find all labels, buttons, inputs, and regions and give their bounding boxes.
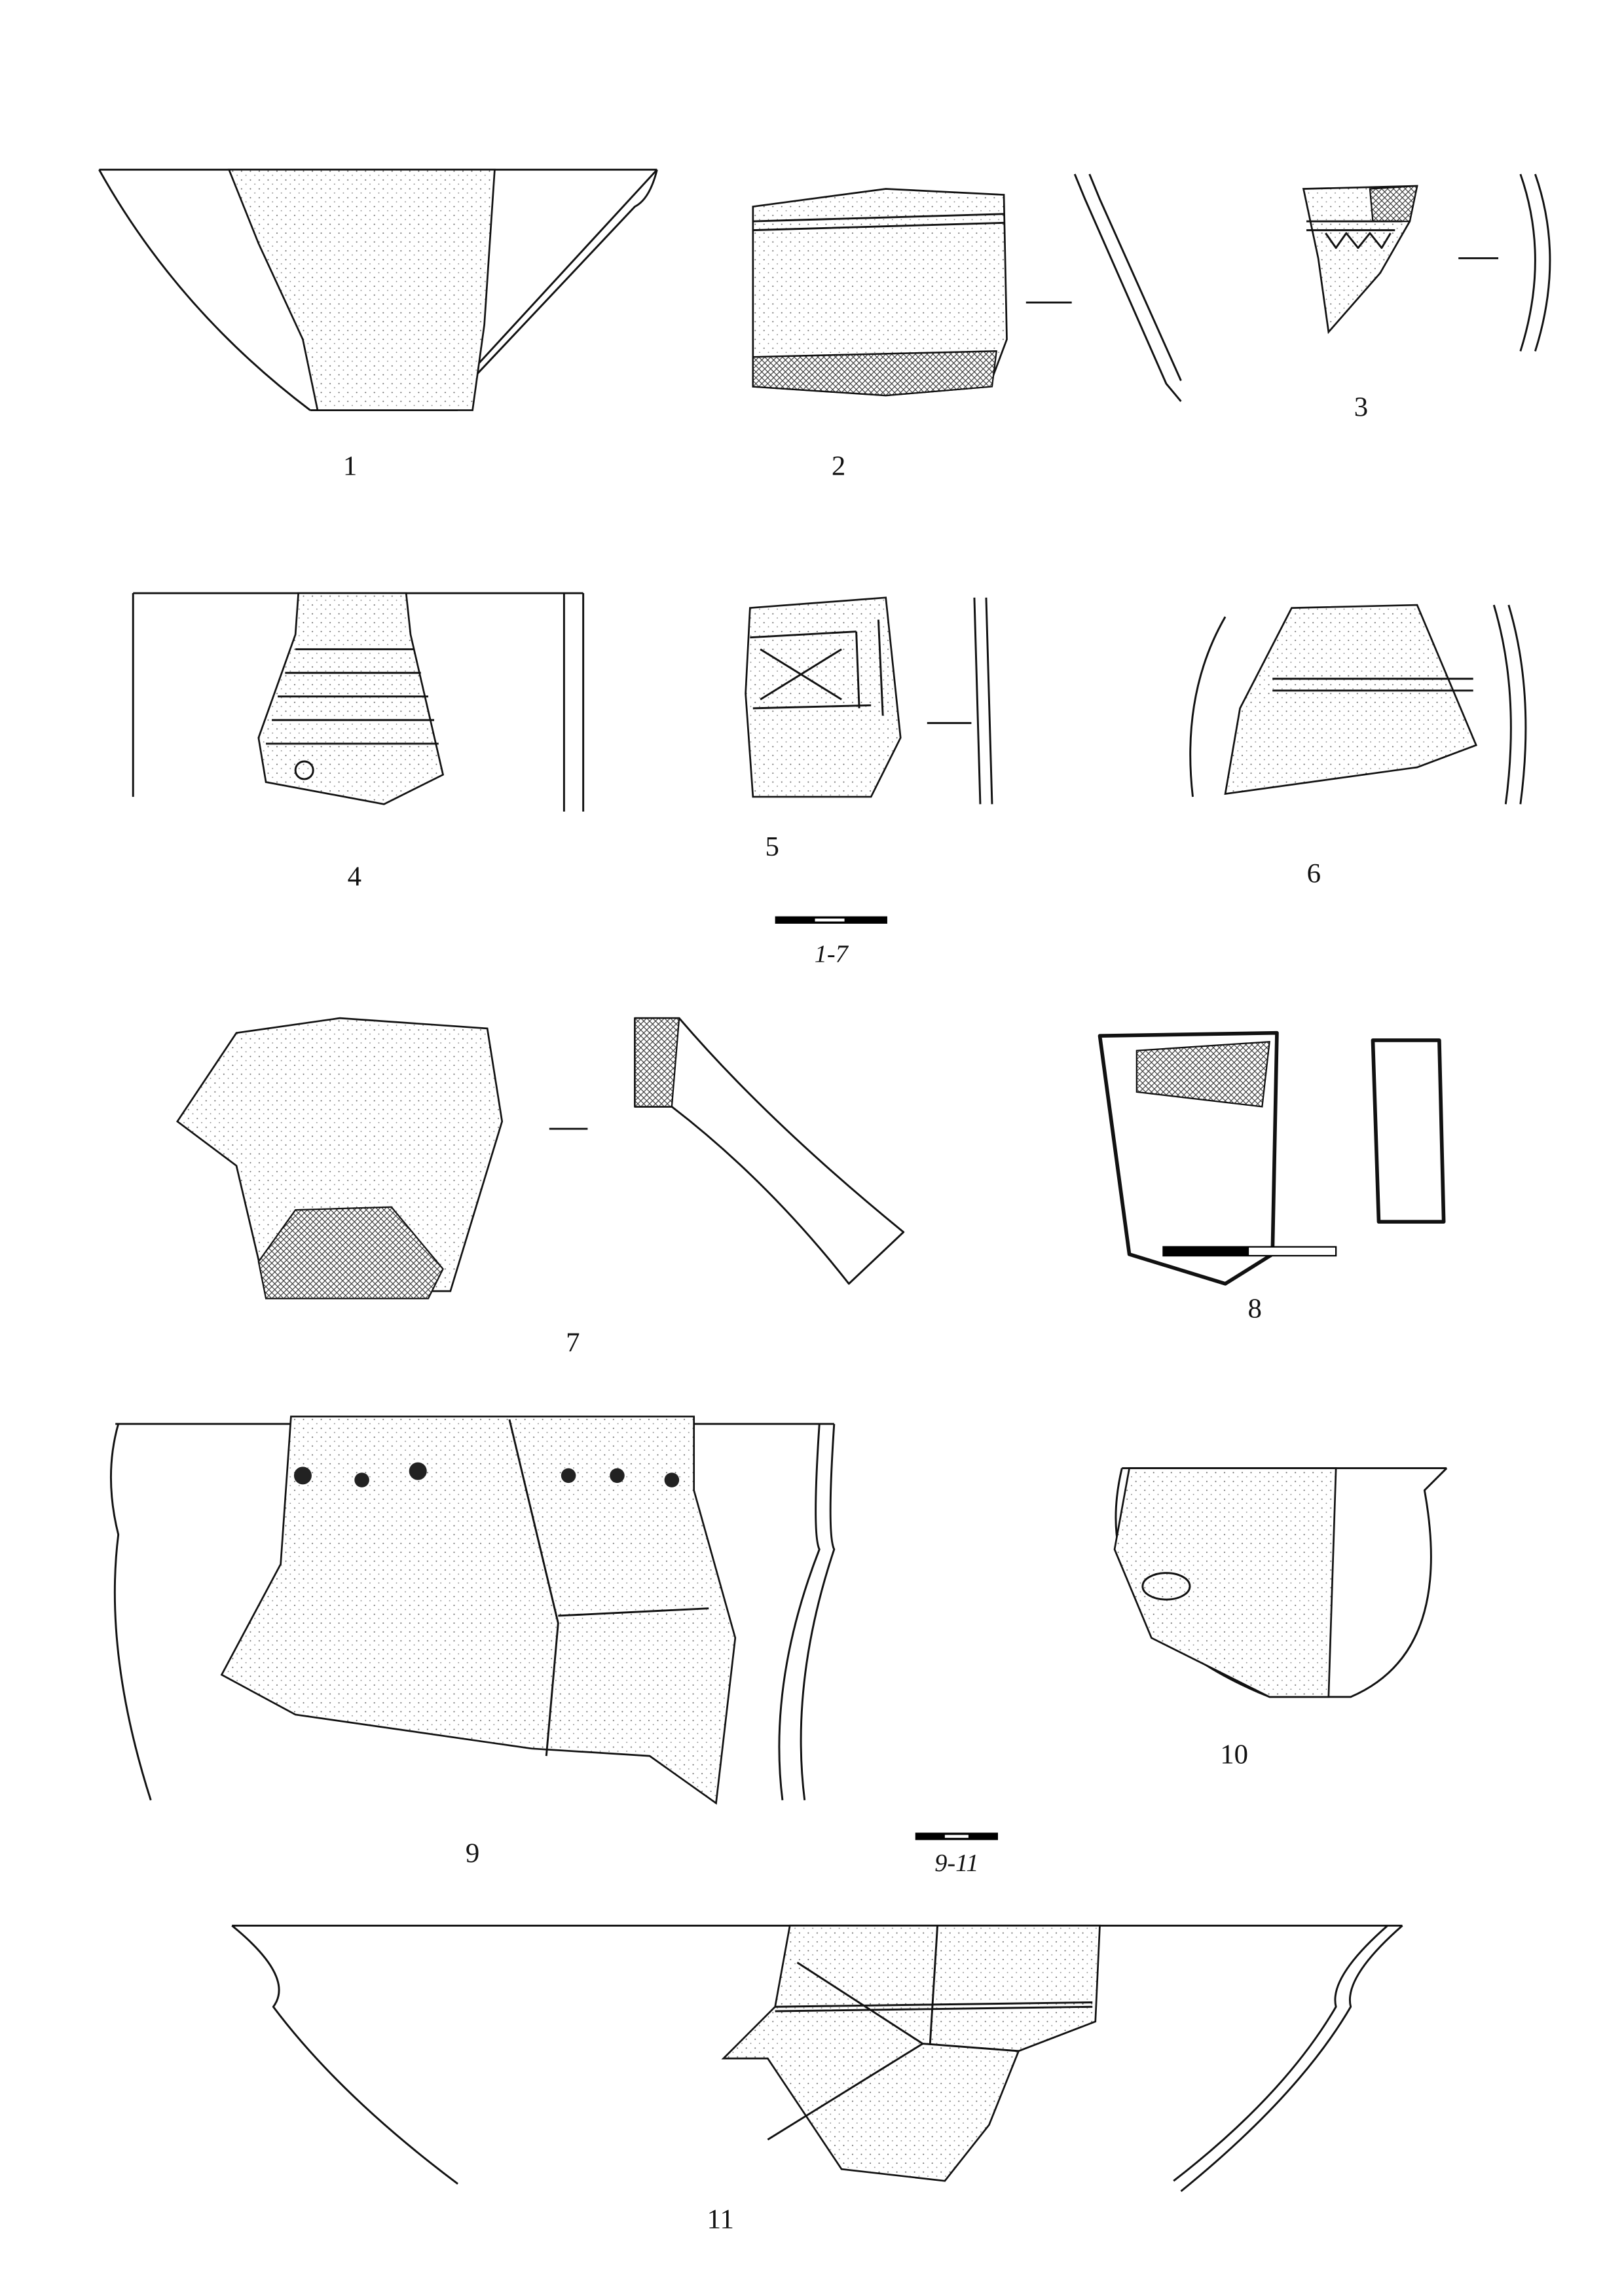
figure-label-3: 3 [1354, 392, 1368, 423]
figure-2-sherd [752, 173, 1182, 402]
figure-9-vessel [109, 1415, 836, 1805]
figure-label-8: 8 [1247, 1294, 1261, 1324]
figure-label-11: 11 [707, 2204, 734, 2234]
scale-bar-9-11 [915, 1832, 998, 1840]
figure-label-1: 1 [343, 451, 357, 482]
scale-label-1-7: 1-7 [815, 941, 849, 968]
figure-7-foot [176, 1017, 905, 1300]
figure-6-sherd [1189, 604, 1527, 805]
figure-label-9: 9 [466, 1838, 479, 1868]
figure-5-sherd [745, 596, 993, 805]
figure-3-sherd [1302, 173, 1551, 352]
figure-label-2: 2 [832, 451, 845, 482]
figure-10-bowl [1113, 1467, 1448, 1698]
scale-label-9-11: 9-11 [934, 1850, 978, 1877]
figure-label-10: 10 [1220, 1739, 1248, 1770]
figure-1-bowl [98, 168, 658, 412]
figure-label-7: 7 [566, 1328, 580, 1358]
scale-bar-1-7 [775, 916, 887, 924]
figure-label-4: 4 [348, 861, 361, 892]
figure-4-vessel [132, 592, 585, 812]
figure-label-5: 5 [765, 831, 779, 862]
figure-8-sherd [1098, 1030, 1446, 1286]
figure-11-bowl [231, 1924, 1403, 2193]
figure-label-6: 6 [1307, 858, 1321, 889]
